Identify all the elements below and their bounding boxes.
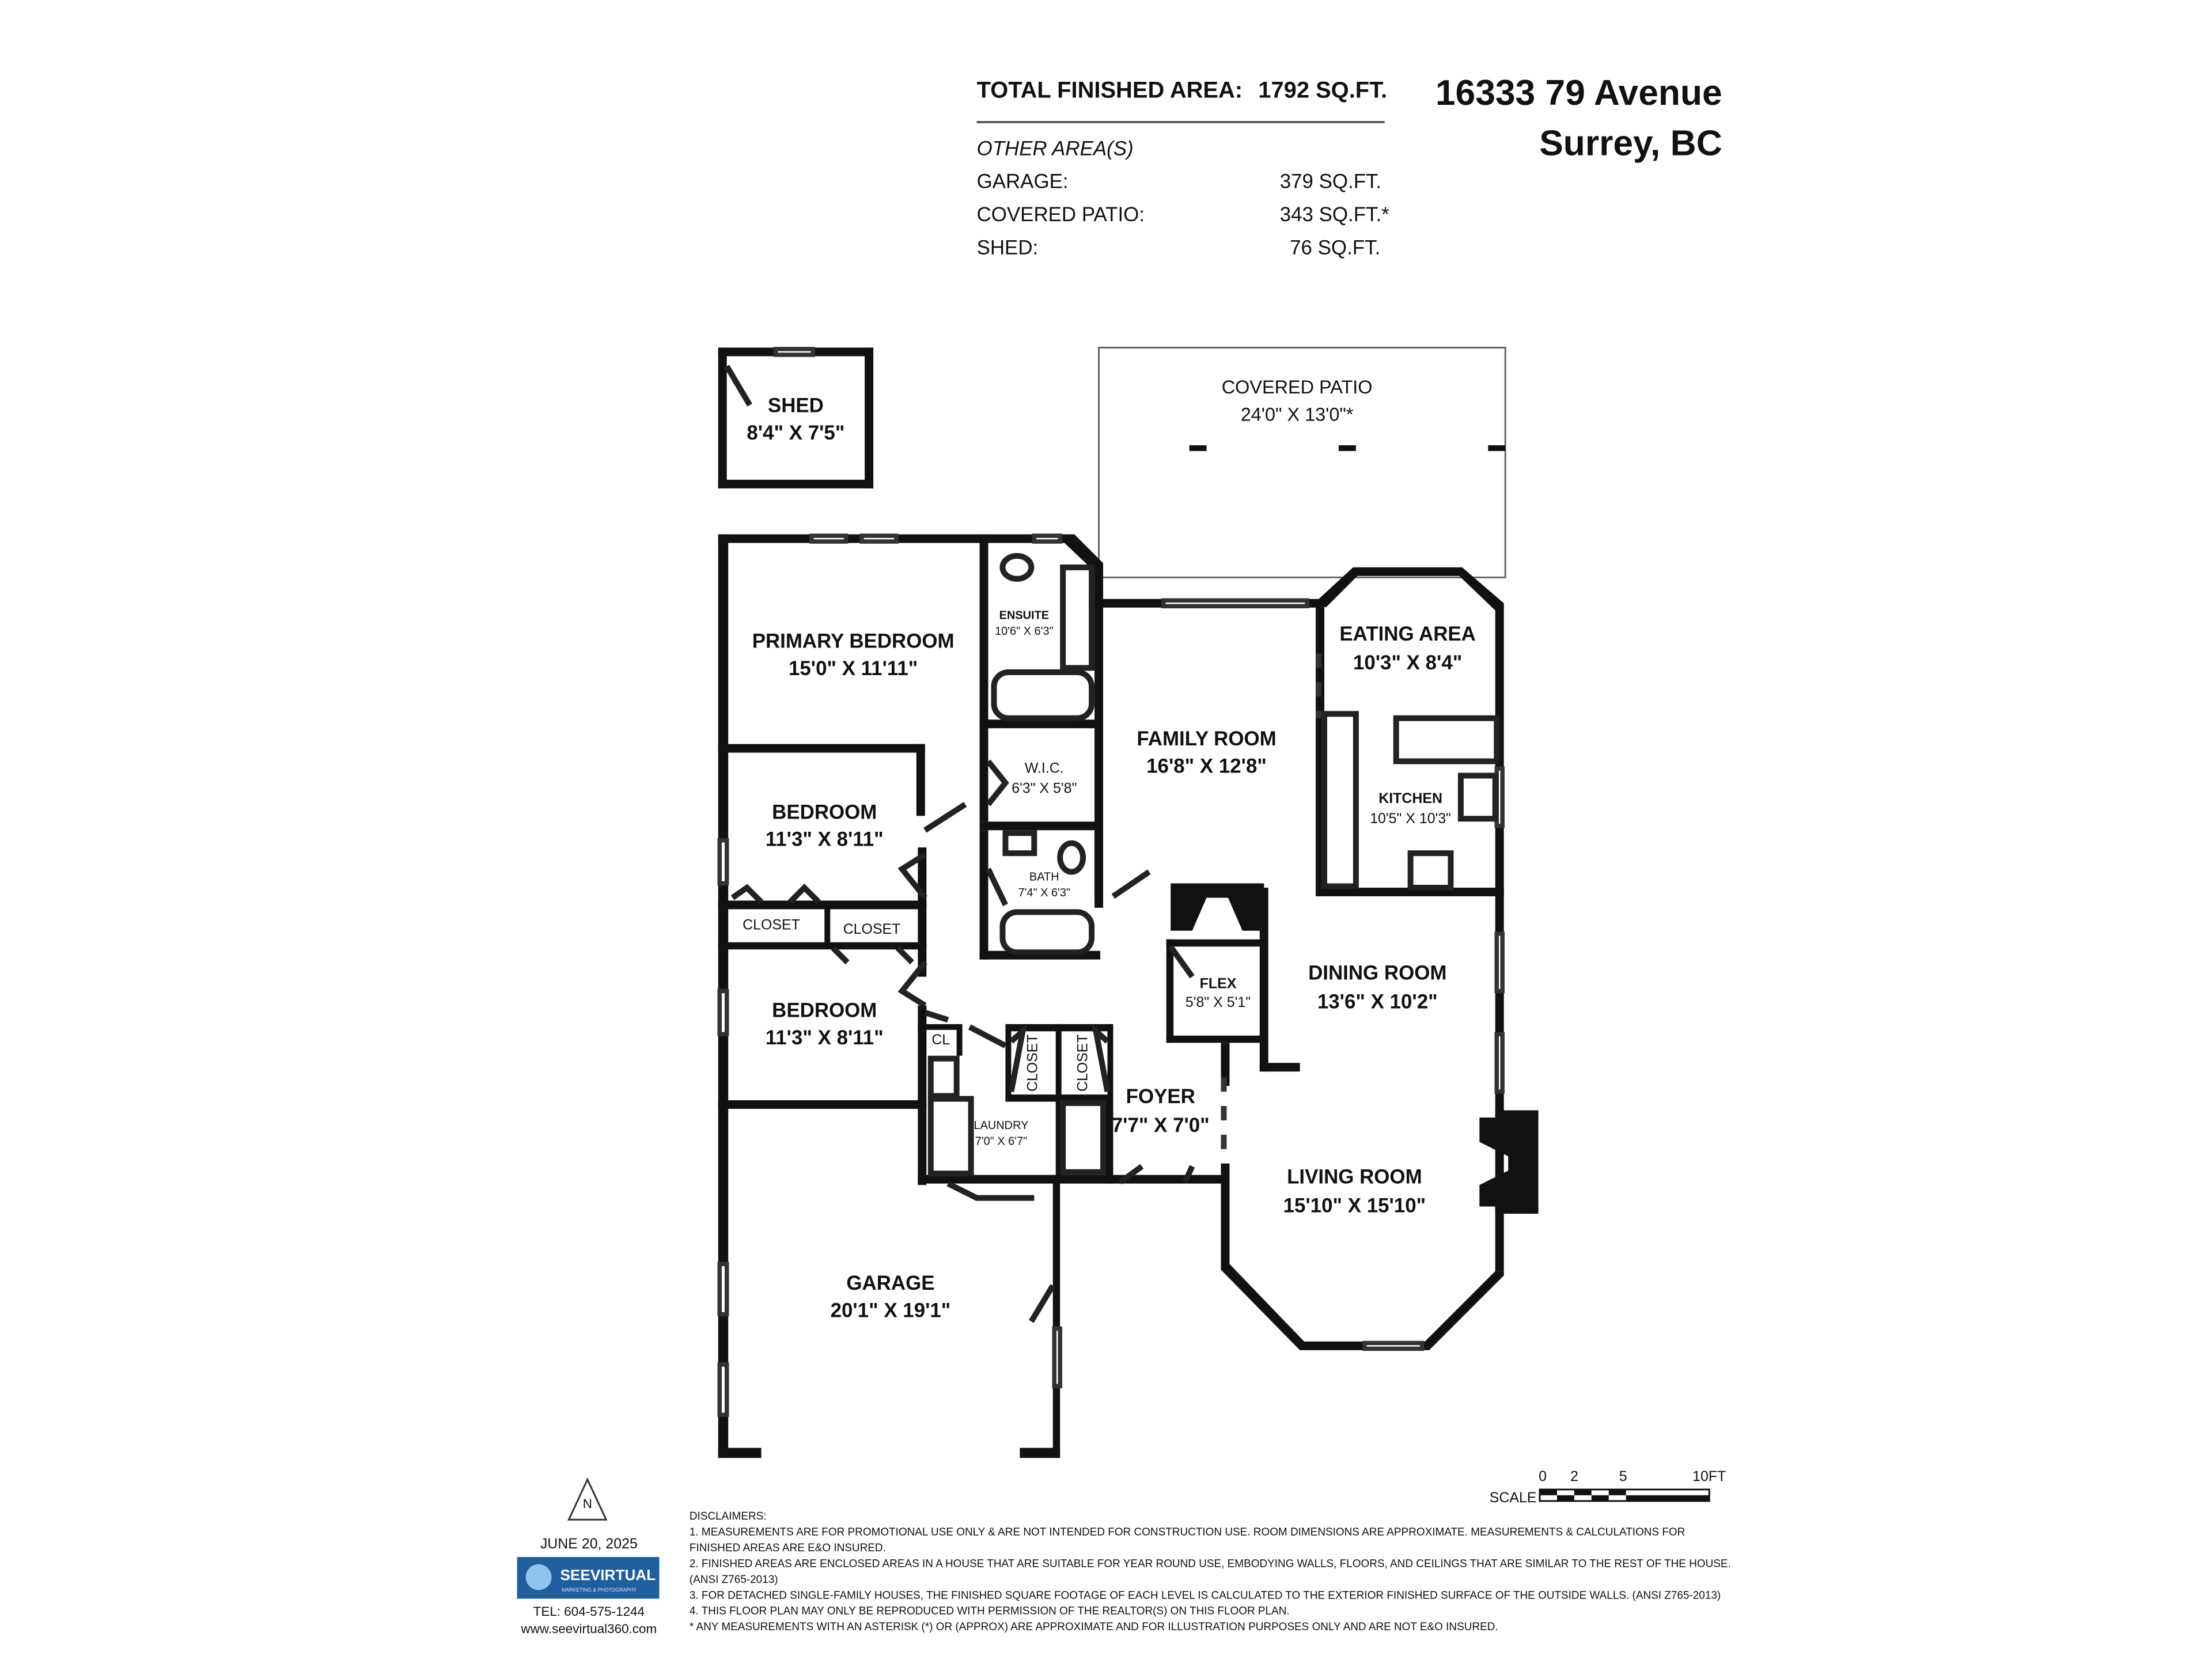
- disclaimer-line: (ANSI Z765-2013): [690, 1574, 778, 1586]
- logo-subtext: MARKETING & PHOTOGRAPHY: [562, 1587, 637, 1593]
- patio-area-value: 343 SQ.FT.*: [1280, 203, 1389, 226]
- logo-text: SEEVIRTUAL: [560, 1566, 656, 1584]
- cl-name: CL: [931, 1032, 950, 1048]
- eating-area-name: EATING AREA: [1339, 623, 1475, 645]
- shed: [718, 347, 874, 488]
- living-room-name: LIVING ROOM: [1287, 1166, 1422, 1188]
- disclaimer-line: 4. THIS FLOOR PLAN MAY ONLY BE REPRODUCE…: [690, 1605, 1290, 1618]
- disclaimer-line: 3. FOR DETACHED SINGLE-FAMILY HOUSES, TH…: [690, 1589, 1721, 1601]
- wic-dims: 6'3" X 5'8": [1012, 780, 1077, 796]
- patio-dims: 24'0" X 13'0"*: [1241, 404, 1354, 425]
- garage-dims: 20'1" X 19'1": [831, 1300, 951, 1322]
- phone-number: TEL: 604-575-1244: [533, 1604, 645, 1619]
- branding: N JUNE 20, 2025 SEEVIRTUAL MARKETING & P…: [517, 1477, 660, 1636]
- property-address: 16333 79 Avenue Surrey, BC: [1435, 73, 1722, 163]
- flex-name: FLEX: [1200, 976, 1237, 992]
- dining-room-dims: 13'6" X 10'2": [1317, 990, 1438, 1013]
- patio-name: COVERED PATIO: [1222, 377, 1373, 397]
- disclaimer-title: DISCLAIMERS:: [690, 1510, 767, 1522]
- living-room-dims: 15'10" X 15'10": [1283, 1195, 1426, 1217]
- garage-area-value: 379 SQ.FT.: [1280, 171, 1381, 193]
- disclaimer-line: * ANY MEASUREMENTS WITH AN ASTERISK (*) …: [690, 1621, 1498, 1633]
- foyer-name: FOYER: [1126, 1085, 1195, 1108]
- address-line-1: 16333 79 Avenue: [1435, 73, 1722, 113]
- scale-tick-10: 10FT: [1692, 1468, 1726, 1484]
- total-area-value: 1792 SQ.FT.: [1258, 78, 1387, 103]
- scale-bar: 0 2 5 10FT SCALE: [1490, 1468, 1726, 1506]
- scale-tick-2: 2: [1570, 1468, 1578, 1484]
- bedroom-1-name: BEDROOM: [772, 801, 877, 823]
- bedroom-2-dims: 11'3" X 8'11": [766, 1027, 884, 1049]
- disclaimer-line: FINISHED AREAS ARE E&O INSURED.: [690, 1542, 886, 1554]
- ensuite-dims: 10'6" X 6'3": [995, 625, 1054, 638]
- disclaimer-line: 2. FINISHED AREAS ARE ENCLOSED AREAS IN …: [690, 1558, 1731, 1570]
- north-label: N: [583, 1497, 592, 1511]
- shed-area-label: SHED:: [977, 236, 1039, 259]
- scale-tick-5: 5: [1619, 1468, 1627, 1484]
- bath-name: BATH: [1029, 871, 1059, 884]
- bedroom-1-dims: 11'3" X 8'11": [766, 828, 884, 851]
- flex-dims: 5'8" X 5'1": [1185, 994, 1251, 1010]
- address-line-2: Surrey, BC: [1539, 123, 1722, 163]
- area-summary: TOTAL FINISHED AREA: 1792 SQ.FT. OTHER A…: [976, 78, 1389, 259]
- laundry-name: LAUNDRY: [974, 1119, 1029, 1132]
- family-room-dims: 16'8" X 12'8": [1146, 755, 1267, 778]
- room-labels: SHED 8'4" X 7'5" COVERED PATIO 24'0" X 1…: [743, 377, 1476, 1321]
- website: www.seevirtual360.com: [520, 1622, 657, 1636]
- primary-bedroom-dims: 15'0" X 11'11": [789, 657, 918, 680]
- family-room-name: FAMILY ROOM: [1137, 728, 1276, 750]
- kitchen-dims: 10'5" X 10'3": [1370, 810, 1451, 827]
- scale-label: SCALE: [1490, 1490, 1537, 1506]
- closet-3-name: CLOSET: [1024, 1034, 1040, 1092]
- closet-1-name: CLOSET: [743, 916, 800, 933]
- laundry-dims: 7'0" X 6'7": [975, 1135, 1028, 1147]
- patio-area-label: COVERED PATIO:: [977, 203, 1145, 226]
- logo-swirl-icon: [525, 1564, 552, 1590]
- garage-area-label: GARAGE:: [977, 171, 1069, 193]
- fixtures: [927, 553, 1532, 1207]
- closet-4-name: CLOSET: [1075, 1034, 1091, 1092]
- covered-patio: [1098, 346, 1506, 578]
- garage-name: GARAGE: [846, 1272, 934, 1294]
- eating-area-dims: 10'3" X 8'4": [1353, 652, 1462, 674]
- bath-dims: 7'4" X 6'3": [1018, 887, 1071, 899]
- wic-name: W.I.C.: [1025, 760, 1064, 777]
- windows: [717, 533, 1505, 1417]
- closet-2-name: CLOSET: [843, 921, 901, 937]
- disclaimers: DISCLAIMERS: 1. MEASUREMENTS ARE FOR PRO…: [690, 1510, 1731, 1633]
- doors: [730, 759, 1195, 1323]
- total-area-label: TOTAL FINISHED AREA:: [977, 78, 1243, 103]
- plan-date: JUNE 20, 2025: [540, 1536, 638, 1552]
- shed-name: SHED: [768, 395, 824, 417]
- shed-dims: 8'4" X 7'5": [747, 422, 844, 444]
- foyer-dims: 7'7" X 7'0": [1112, 1114, 1210, 1137]
- north-arrow-icon: [567, 1477, 608, 1521]
- bedroom-2-name: BEDROOM: [772, 999, 877, 1021]
- kitchen-name: KITCHEN: [1378, 790, 1442, 806]
- scale-tick-0: 0: [1539, 1468, 1547, 1484]
- disclaimer-line: 1. MEASUREMENTS ARE FOR PROMOTIONAL USE …: [690, 1527, 1685, 1539]
- shed-area-value: 76 SQ.FT.: [1290, 236, 1380, 259]
- other-areas-heading: OTHER AREA(S): [977, 137, 1134, 160]
- ensuite-name: ENSUITE: [999, 609, 1049, 622]
- primary-bedroom-name: PRIMARY BEDROOM: [752, 630, 955, 653]
- dining-room-name: DINING ROOM: [1308, 962, 1446, 984]
